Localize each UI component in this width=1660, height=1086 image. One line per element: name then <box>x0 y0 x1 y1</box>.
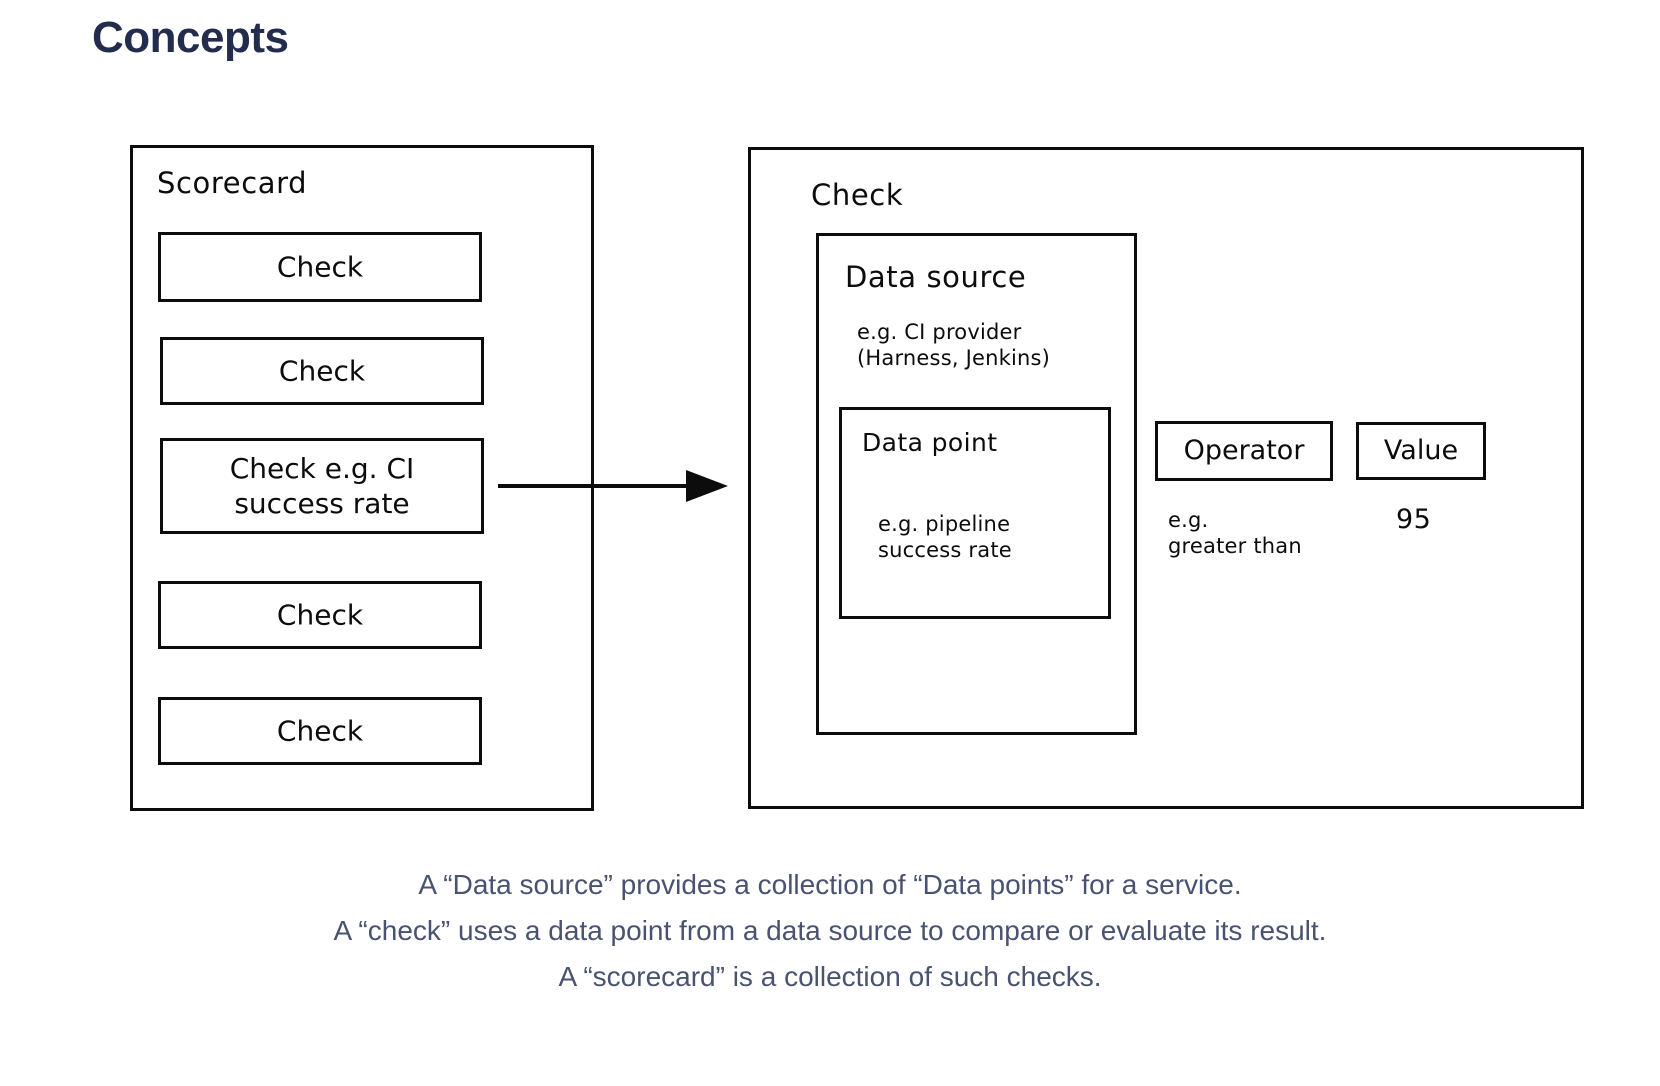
operator-label: Operator <box>1183 435 1305 467</box>
caption-line-1: A “Data source” provides a collection of… <box>418 869 1242 900</box>
data-point-box[interactable]: Data point e.g. pipeline success rate <box>839 407 1111 619</box>
scorecard-check-3-highlighted[interactable]: Check e.g. CI success rate <box>160 438 484 534</box>
scorecard-check-5[interactable]: Check <box>158 697 482 765</box>
operator-example: e.g. greater than <box>1168 508 1302 558</box>
data-source-example: e.g. CI provider (Harness, Jenkins) <box>857 320 1051 370</box>
scorecard-check-2-label: Check <box>278 354 366 388</box>
data-point-example: e.g. pipeline success rate <box>878 512 1012 562</box>
scorecard-check-1[interactable]: Check <box>158 232 482 302</box>
scorecard-check-1-label: Check <box>276 250 364 284</box>
scorecard-check-5-label: Check <box>276 714 364 748</box>
scorecard-label: Scorecard <box>157 166 308 200</box>
caption-line-2: A “check” uses a data point from a data … <box>333 915 1327 947</box>
value-example: 95 <box>1396 504 1432 535</box>
scorecard-check-4-label: Check <box>276 598 364 632</box>
value-label: Value <box>1383 435 1459 467</box>
data-point-label: Data point <box>862 428 998 457</box>
data-source-label: Data source <box>845 260 1027 294</box>
value-box[interactable]: Value <box>1356 422 1486 480</box>
scorecard-check-3-label: Check e.g. CI success rate <box>229 452 415 520</box>
arrow-right-icon <box>498 466 728 506</box>
scorecard-check-2[interactable]: Check <box>160 337 484 405</box>
scorecard-check-4[interactable]: Check <box>158 581 482 649</box>
check-detail-label: Check <box>811 178 904 212</box>
caption-line-3: A “scorecard” is a collection of such ch… <box>558 961 1102 993</box>
caption: A “Data source” provides a collection of… <box>0 862 1660 1001</box>
page-title: Concepts <box>92 13 289 62</box>
operator-box[interactable]: Operator <box>1155 421 1333 481</box>
